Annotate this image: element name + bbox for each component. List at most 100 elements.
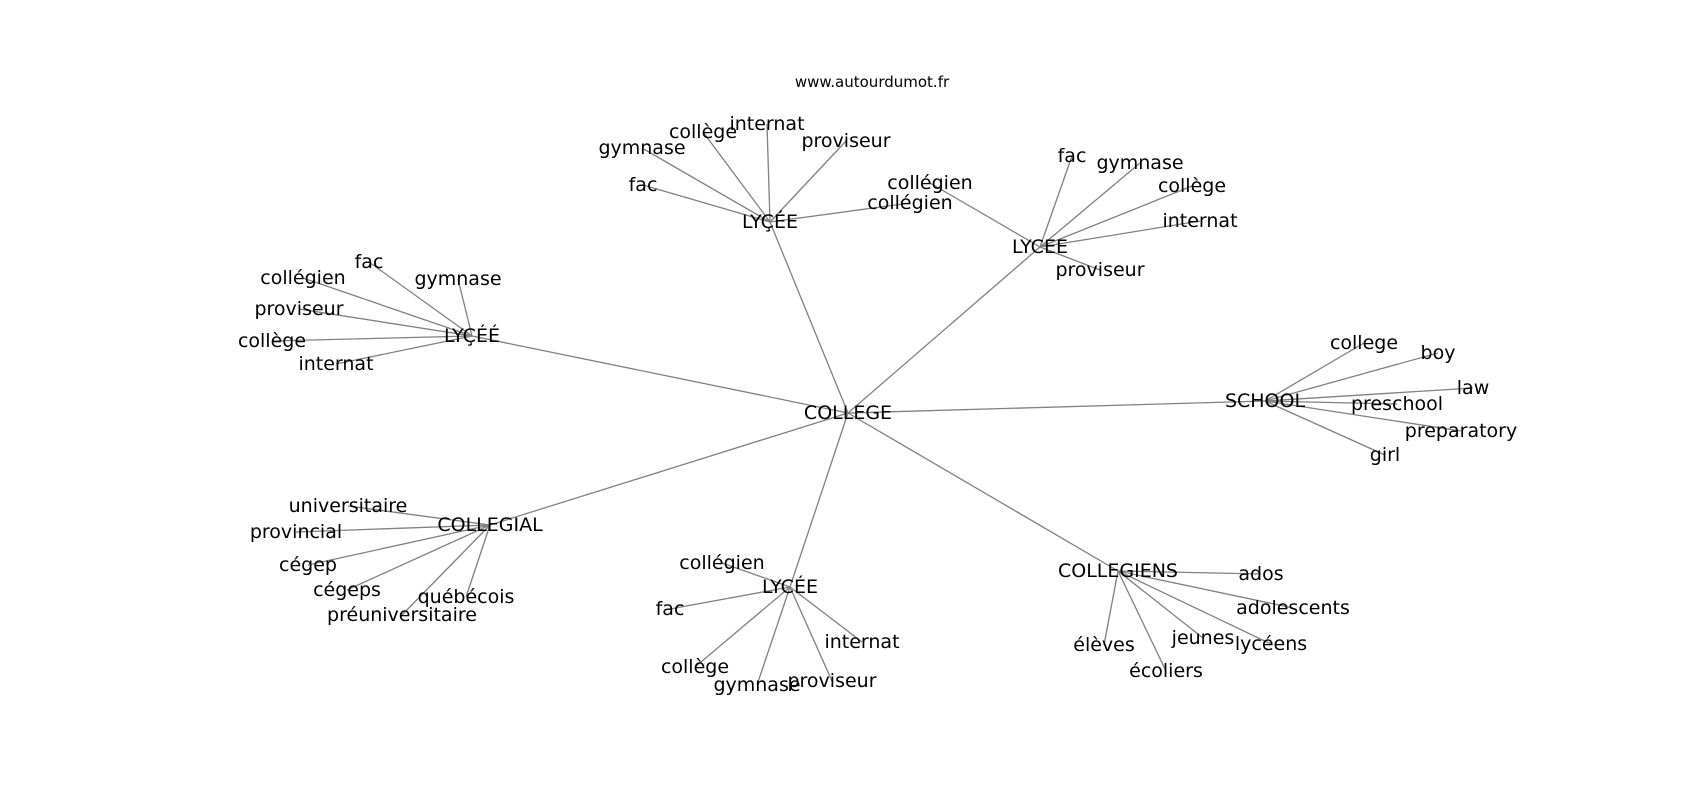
word-node-c4-preschool[interactable]: preschool: [1351, 393, 1443, 415]
word-node-c3-college[interactable]: collège: [238, 330, 306, 352]
word-node-c6-fac[interactable]: fac: [656, 598, 685, 620]
edge-c6-to-collegien: [721, 562, 791, 588]
edge-c2-to-internat: [1039, 220, 1201, 248]
edge-c3-to-college: [271, 335, 473, 342]
word-node-c3-collegien[interactable]: collégien: [260, 267, 345, 289]
cluster-node-c1[interactable]: LYÇÉE: [742, 210, 798, 233]
word-node-c2-internat[interactable]: internat: [1162, 210, 1237, 232]
edge-c7-to-adolescents: [1117, 570, 1294, 609]
word-node-c6-internat[interactable]: internat: [824, 631, 899, 653]
edge-c5-to-universitaire: [347, 505, 491, 526]
edge-c4-to-boy: [1264, 352, 1439, 402]
graph-edges: [271, 123, 1474, 686]
word-node-c5-universitaire[interactable]: universitaire: [289, 495, 408, 517]
word-node-c7-lyceens[interactable]: lycéens: [1235, 633, 1307, 655]
cluster-node-c3[interactable]: LYÇÉÉ: [444, 324, 500, 347]
edge-c6-to-internat: [789, 586, 863, 643]
word-node-c1-proviseur[interactable]: proviseur: [801, 130, 890, 152]
edge-c7-to-eleves: [1103, 570, 1119, 646]
cluster-node-c6[interactable]: LYCÉE: [762, 575, 818, 598]
edge-c2-to-gymnase: [1039, 162, 1141, 248]
word-node-c5-quebecois[interactable]: québécois: [418, 586, 515, 608]
edge-c6-to-fac: [669, 586, 791, 610]
word-node-c3-internat[interactable]: internat: [298, 353, 373, 375]
cluster-node-c7[interactable]: COLLEGIENS: [1058, 560, 1178, 582]
edge-c3-to-internat: [335, 335, 473, 365]
word-node-c4-boy[interactable]: boy: [1421, 342, 1456, 364]
edge-root-to-c6: [789, 412, 849, 588]
edge-c7-to-ecoliers: [1117, 570, 1167, 672]
word-node-c7-adolescents[interactable]: adolescents: [1236, 597, 1350, 619]
edge-c1-to-collegien: [769, 202, 911, 223]
edge-root-to-c4: [847, 400, 1266, 414]
edge-c4-to-preparatory: [1264, 400, 1462, 432]
word-node-c5-cegeps[interactable]: cégeps: [313, 579, 381, 601]
edge-c3-to-gymnase: [457, 278, 473, 337]
edge-c5-to-cegeps: [346, 524, 491, 591]
edge-c2-to-college: [1039, 185, 1193, 248]
word-node-c1-college[interactable]: collège: [669, 121, 737, 143]
word-node-c6-proviseur[interactable]: proviseur: [787, 670, 876, 692]
edge-c6-to-college: [694, 586, 791, 668]
edge-c5-to-provincial: [295, 524, 491, 533]
edge-c1-to-proviseur: [769, 140, 847, 223]
word-node-c5-provincial[interactable]: provincial: [250, 521, 342, 543]
word-node-c7-jeunes[interactable]: jeunes: [1171, 627, 1235, 649]
word-node-c2-proviseur[interactable]: proviseur: [1055, 259, 1144, 281]
edge-c1-to-college: [702, 131, 771, 223]
word-node-c6-gymnase[interactable]: gymnase: [713, 674, 800, 696]
word-node-c2-collegien[interactable]: collégien: [887, 172, 972, 194]
edge-c6-to-proviseur: [789, 586, 833, 682]
edge-c3-to-collegien: [302, 277, 473, 337]
edge-c4-to-girl: [1264, 400, 1386, 456]
edge-c1-to-fac: [642, 184, 771, 223]
word-node-c1-fac[interactable]: fac: [629, 174, 658, 196]
cluster-node-c4[interactable]: SCHOOL: [1225, 390, 1306, 412]
word-node-c1-collegien[interactable]: collégien: [867, 192, 952, 214]
word-node-c4-law[interactable]: law: [1457, 377, 1489, 399]
word-node-c6-collegien[interactable]: collégien: [679, 552, 764, 574]
edge-c7-to-jeunes: [1117, 570, 1204, 639]
cluster-node-c2[interactable]: LYCEE: [1012, 236, 1068, 258]
word-node-c4-college[interactable]: college: [1330, 332, 1398, 354]
word-node-c6-college[interactable]: collège: [661, 656, 729, 678]
word-node-c5-cegep[interactable]: cégep: [279, 554, 337, 576]
edge-root-to-c1: [769, 221, 849, 414]
word-node-c7-eleves[interactable]: élèves: [1073, 634, 1135, 656]
edge-c4-to-preschool: [1264, 400, 1398, 405]
word-node-c1-gymnase[interactable]: gymnase: [598, 137, 685, 159]
edge-c6-to-gymnase: [756, 586, 791, 686]
edge-c7-to-ados: [1117, 570, 1262, 575]
source-watermark: www.autourdumot.fr: [795, 73, 950, 91]
edge-root-to-c7: [847, 412, 1119, 572]
edge-c2-to-fac: [1039, 155, 1073, 248]
word-node-c1-internat[interactable]: internat: [729, 113, 804, 135]
edge-c1-to-gymnase: [641, 147, 771, 223]
cluster-node-c5[interactable]: COLLEGIAL: [437, 514, 543, 536]
edge-c1-to-internat: [766, 123, 771, 223]
word-node-c5-preuniversitaire[interactable]: préuniversitaire: [327, 604, 477, 626]
word-node-c2-gymnase[interactable]: gymnase: [1096, 152, 1183, 174]
word-node-c4-preparatory[interactable]: preparatory: [1405, 420, 1517, 442]
edge-c7-to-lyceens: [1117, 570, 1272, 645]
word-node-c7-ecoliers[interactable]: écoliers: [1129, 660, 1203, 682]
edge-c2-to-collegien: [929, 182, 1041, 248]
word-node-c2-college[interactable]: collège: [1158, 175, 1226, 197]
edge-c4-to-law: [1264, 387, 1474, 402]
word-node-c3-gymnase[interactable]: gymnase: [414, 268, 501, 290]
word-node-c7-ados[interactable]: ados: [1238, 563, 1283, 585]
word-node-c2-fac[interactable]: fac: [1058, 145, 1087, 167]
edge-root-to-c2: [847, 246, 1041, 414]
edge-root-to-c3: [471, 335, 849, 414]
word-node-c3-proviseur[interactable]: proviseur: [254, 298, 343, 320]
word-node-c4-girl[interactable]: girl: [1370, 444, 1400, 466]
edge-c4-to-college: [1264, 342, 1365, 402]
edge-c3-to-fac: [368, 261, 473, 337]
root-node-label[interactable]: COLLEGE: [804, 402, 892, 424]
word-node-c3-fac[interactable]: fac: [355, 251, 384, 273]
edge-c5-to-quebecois: [465, 524, 491, 598]
edge-c2-to-proviseur: [1039, 246, 1101, 271]
edge-c5-to-preuniversitaire: [401, 524, 491, 616]
